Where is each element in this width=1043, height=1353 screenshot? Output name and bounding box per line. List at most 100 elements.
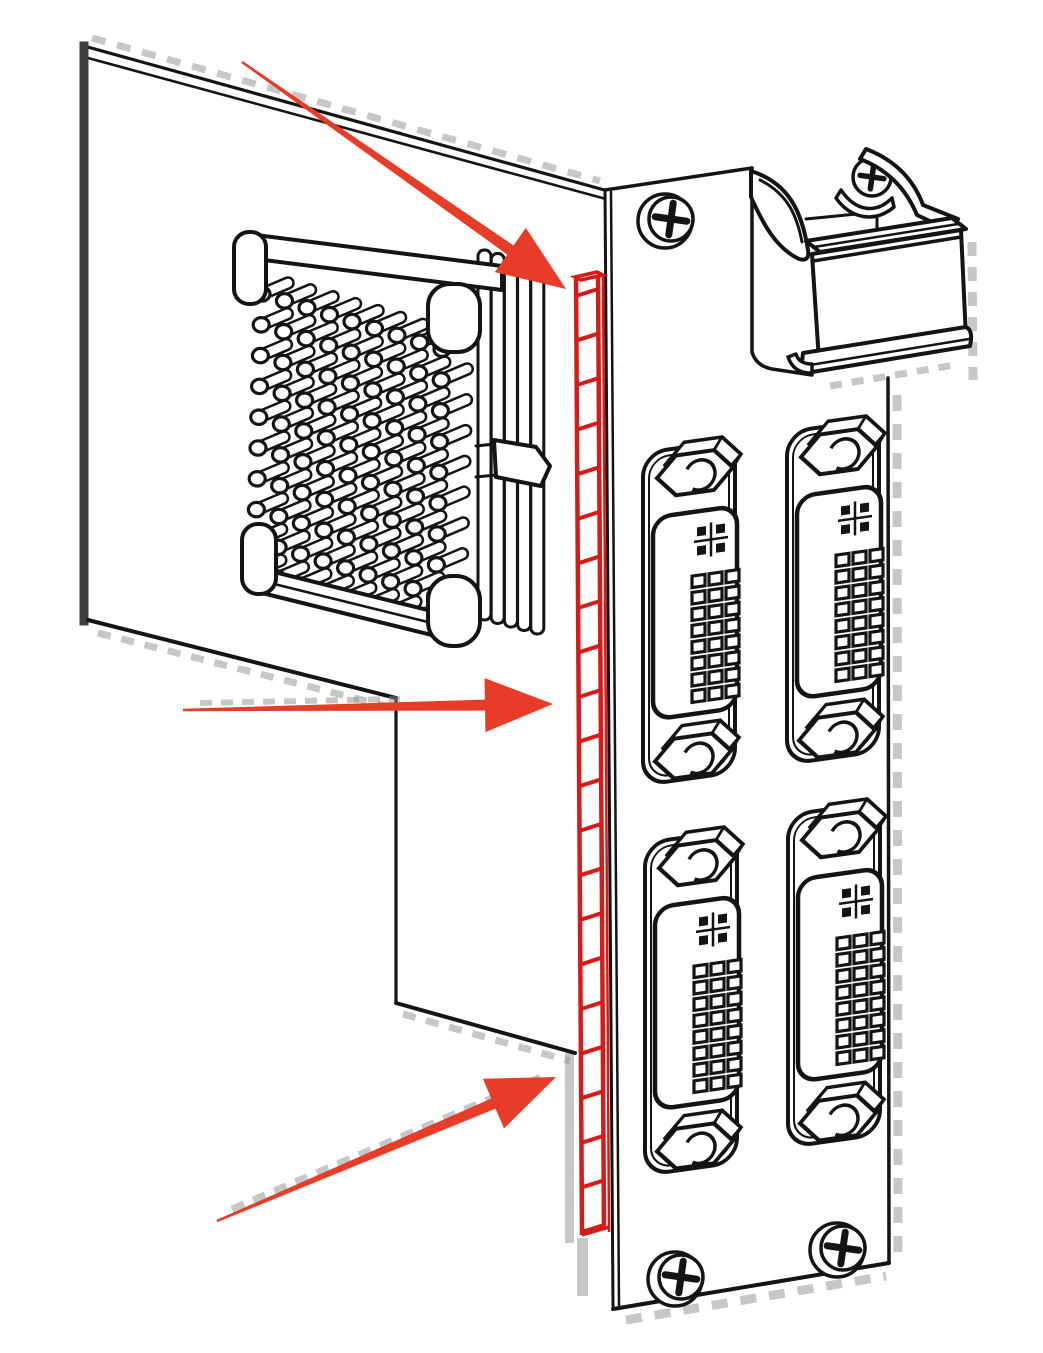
handle-right-shadow — [967, 241, 978, 381]
jackscrew-barrel-arc — [827, 720, 859, 755]
dvi-pin-socket — [724, 649, 741, 667]
phillips-cross-bar — [837, 1228, 849, 1268]
pin-tip — [246, 500, 266, 519]
pin-tip — [336, 528, 356, 546]
dvi-pin-socket — [724, 600, 741, 618]
pin-tip — [250, 377, 270, 396]
pin-tip — [408, 395, 428, 413]
pin-tip — [381, 572, 401, 591]
gasket-rung — [580, 1089, 604, 1101]
dvi-pin-socket — [835, 950, 852, 968]
board-top-shadow — [91, 34, 601, 185]
pin-tip — [317, 398, 337, 416]
jackscrew-hex-front — [799, 809, 881, 860]
gasket-rung — [580, 1044, 604, 1056]
pin-tip — [428, 494, 448, 512]
pin-tip — [409, 364, 429, 382]
panel-screw — [636, 192, 695, 250]
pin-tip — [431, 371, 451, 389]
dvi-pin-socket — [724, 633, 741, 651]
gasket-rung — [577, 643, 601, 655]
dvi-pin-socket — [835, 934, 852, 952]
pin-tip — [270, 446, 291, 464]
jackscrew-hex-front — [654, 1121, 736, 1171]
dvi-pin-socket — [690, 670, 707, 688]
dvi-analog-pin — [699, 935, 708, 946]
dvi-port-3 — [643, 825, 746, 1174]
jackscrew-hex-edge — [875, 432, 887, 448]
jackscrew-hex-edge — [710, 719, 722, 734]
gasket-rung — [578, 732, 602, 744]
dvi-pin-socket — [724, 584, 741, 602]
backplane-connector — [232, 230, 552, 648]
pin-tip — [364, 319, 385, 338]
dvi-pin-socket — [724, 616, 741, 634]
jackscrew-hex-front — [798, 426, 880, 477]
board-lower-shadow — [402, 1010, 571, 1065]
dvi-pin-socket — [869, 978, 886, 996]
dvi-pin-socket — [834, 666, 851, 684]
dvi-pin-socket — [692, 1011, 709, 1029]
gasket-rung — [576, 465, 600, 477]
dvi-pin-socket — [834, 600, 851, 618]
dvi-pin-socket — [709, 1009, 726, 1027]
dvi-pin-socket — [692, 978, 709, 996]
gasket-rung — [581, 1223, 605, 1234]
dvi-analog-pin — [697, 545, 706, 556]
jackscrew-hex-front — [656, 837, 738, 888]
dvi-analog-pin — [716, 523, 725, 534]
jackscrew-hex-edge — [733, 843, 745, 859]
dvi-pin-socket — [869, 995, 886, 1013]
pin-tip — [409, 333, 430, 352]
pin-tip — [270, 476, 290, 495]
pin-tip — [274, 322, 294, 341]
jackscrew-barrel-arc — [830, 820, 862, 854]
pcb-face — [84, 46, 616, 1312]
dvi-analog-pin — [860, 502, 869, 513]
pin-tip — [336, 559, 356, 577]
dvi-pin-socket — [852, 1014, 869, 1032]
handle-screw-flap — [834, 188, 896, 219]
jackscrew-hex-front — [652, 731, 734, 781]
phillips-cross — [857, 162, 887, 192]
dvi-pin-socket — [707, 586, 724, 604]
pin-tip — [318, 367, 338, 386]
dvi-pin-socket — [851, 598, 868, 616]
connector-bottom-rail-line — [256, 578, 454, 630]
phillips-cross-bar — [675, 1257, 687, 1297]
handle-bottom-curl — [786, 352, 814, 375]
gasket-callout-arrow-3 — [216, 1077, 556, 1223]
dvi-pin-socket — [869, 1044, 886, 1062]
dvi-pin-socket — [851, 549, 868, 567]
pin-tip — [293, 452, 313, 471]
gasket-rung — [579, 955, 603, 967]
pin-tip — [364, 350, 384, 369]
dvi-pin-socket — [707, 619, 724, 637]
dvi-pin-socket — [869, 929, 886, 947]
dvi-port-4 — [786, 797, 889, 1146]
dvi-pin-socket — [724, 666, 741, 684]
dvi-pin-socket — [690, 654, 707, 672]
phillips-cross-bar — [867, 162, 877, 192]
dvi-pin-socket — [869, 962, 886, 980]
pin-tip — [429, 463, 449, 482]
arrow-shadow-middle — [199, 696, 401, 706]
gasket-rung — [576, 509, 601, 521]
panel-top-edge — [603, 166, 754, 192]
dvi-pin-socket — [851, 663, 868, 681]
gasket-top-cap — [569, 270, 609, 282]
dvi-pin-socket — [709, 960, 726, 978]
board-edge-shadow — [565, 1053, 574, 1243]
dvi-pin-socket — [852, 981, 869, 999]
dvi-pin-socket — [709, 1058, 726, 1076]
phillips-cross-bar — [665, 199, 677, 239]
dvi-pin-socket — [726, 974, 743, 992]
pin-tip — [291, 514, 311, 533]
pin-tip — [247, 469, 267, 488]
dvi-analog-pin — [841, 524, 850, 535]
dvi-pin-socket — [868, 595, 885, 613]
pin-tip — [382, 511, 402, 529]
wedge-clamp — [492, 438, 552, 488]
dvi-pin-socket — [726, 1006, 743, 1024]
